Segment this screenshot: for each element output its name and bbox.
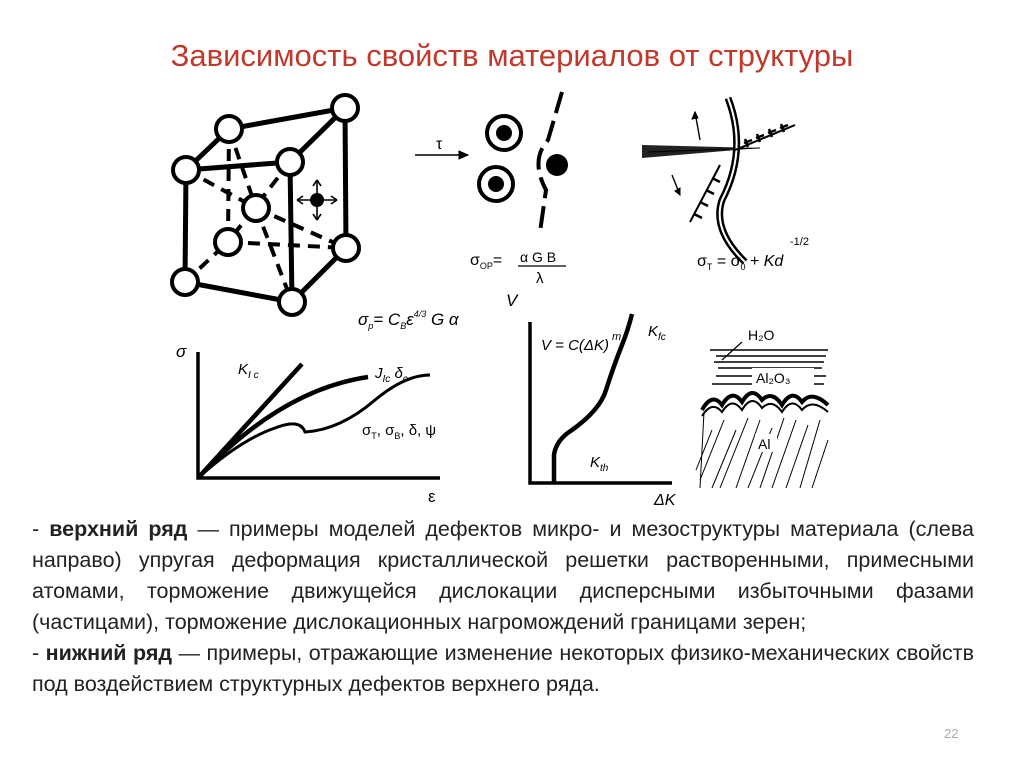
- svg-text:m: m: [612, 331, 621, 343]
- slide-title: Зависимость свойств материалов от структ…: [170, 38, 854, 73]
- dislocation-particles-diagram: τ σOP= α G B λ: [415, 91, 568, 287]
- svg-text:ε: ε: [428, 487, 436, 506]
- svg-text:Al₂O₃: Al₂O₃: [756, 370, 790, 386]
- svg-text:H₂O: H₂O: [748, 327, 775, 343]
- svg-text:Kfc: Kfc: [648, 323, 666, 343]
- description-text: - верхний ряд — примеры моделей дефектов…: [32, 514, 974, 700]
- paragraph-lower-row: - нижний ряд — примеры, отражающие измен…: [32, 641, 974, 696]
- svg-text:-1/2: -1/2: [790, 236, 809, 248]
- structure-figure: τ σOP= α G B λ σT = σ0 + Kd -1/2 σp= CBε…: [170, 91, 830, 509]
- svg-text:α G B: α G B: [520, 249, 556, 265]
- svg-text:Kth: Kth: [590, 454, 609, 474]
- tau-label: τ: [436, 136, 443, 153]
- svg-text:ΔK: ΔK: [653, 492, 677, 509]
- crystal-lattice-diagram: [170, 93, 361, 317]
- svg-text:σT, σB, δ, ψ: σT, σB, δ, ψ: [362, 422, 436, 441]
- oxide-layer-diagram: H₂O Al₂O₃ Al: [695, 327, 830, 489]
- svg-text:λ: λ: [536, 270, 544, 287]
- stress-strain-graph: σ ε KI c JIc δc σT, σB, δ, ψ: [176, 342, 440, 506]
- svg-text:σ: σ: [176, 342, 187, 361]
- crack-growth-graph: V V = C(ΔK) m Kfc Kth ΔK: [506, 291, 677, 509]
- solution-hardening-equation: σp= CBε4/3 G α: [358, 309, 460, 331]
- paragraph-upper-row: - верхний ряд — примеры моделей дефектов…: [32, 517, 974, 634]
- svg-text:V = C(ΔK): V = C(ΔK): [541, 337, 609, 354]
- page-number: 22: [944, 726, 959, 741]
- grain-boundary-diagram: σT = σ0 + Kd -1/2: [642, 96, 809, 272]
- svg-text:Al: Al: [758, 436, 770, 452]
- svg-text:JIc δc: JIc δc: [374, 365, 408, 385]
- svg-text:σOP=: σOP=: [470, 252, 502, 271]
- svg-text:KI c: KI c: [238, 361, 259, 381]
- svg-text:σT = σ0 + Kd: σT = σ0 + Kd: [697, 253, 784, 272]
- svg-text:V: V: [506, 291, 519, 310]
